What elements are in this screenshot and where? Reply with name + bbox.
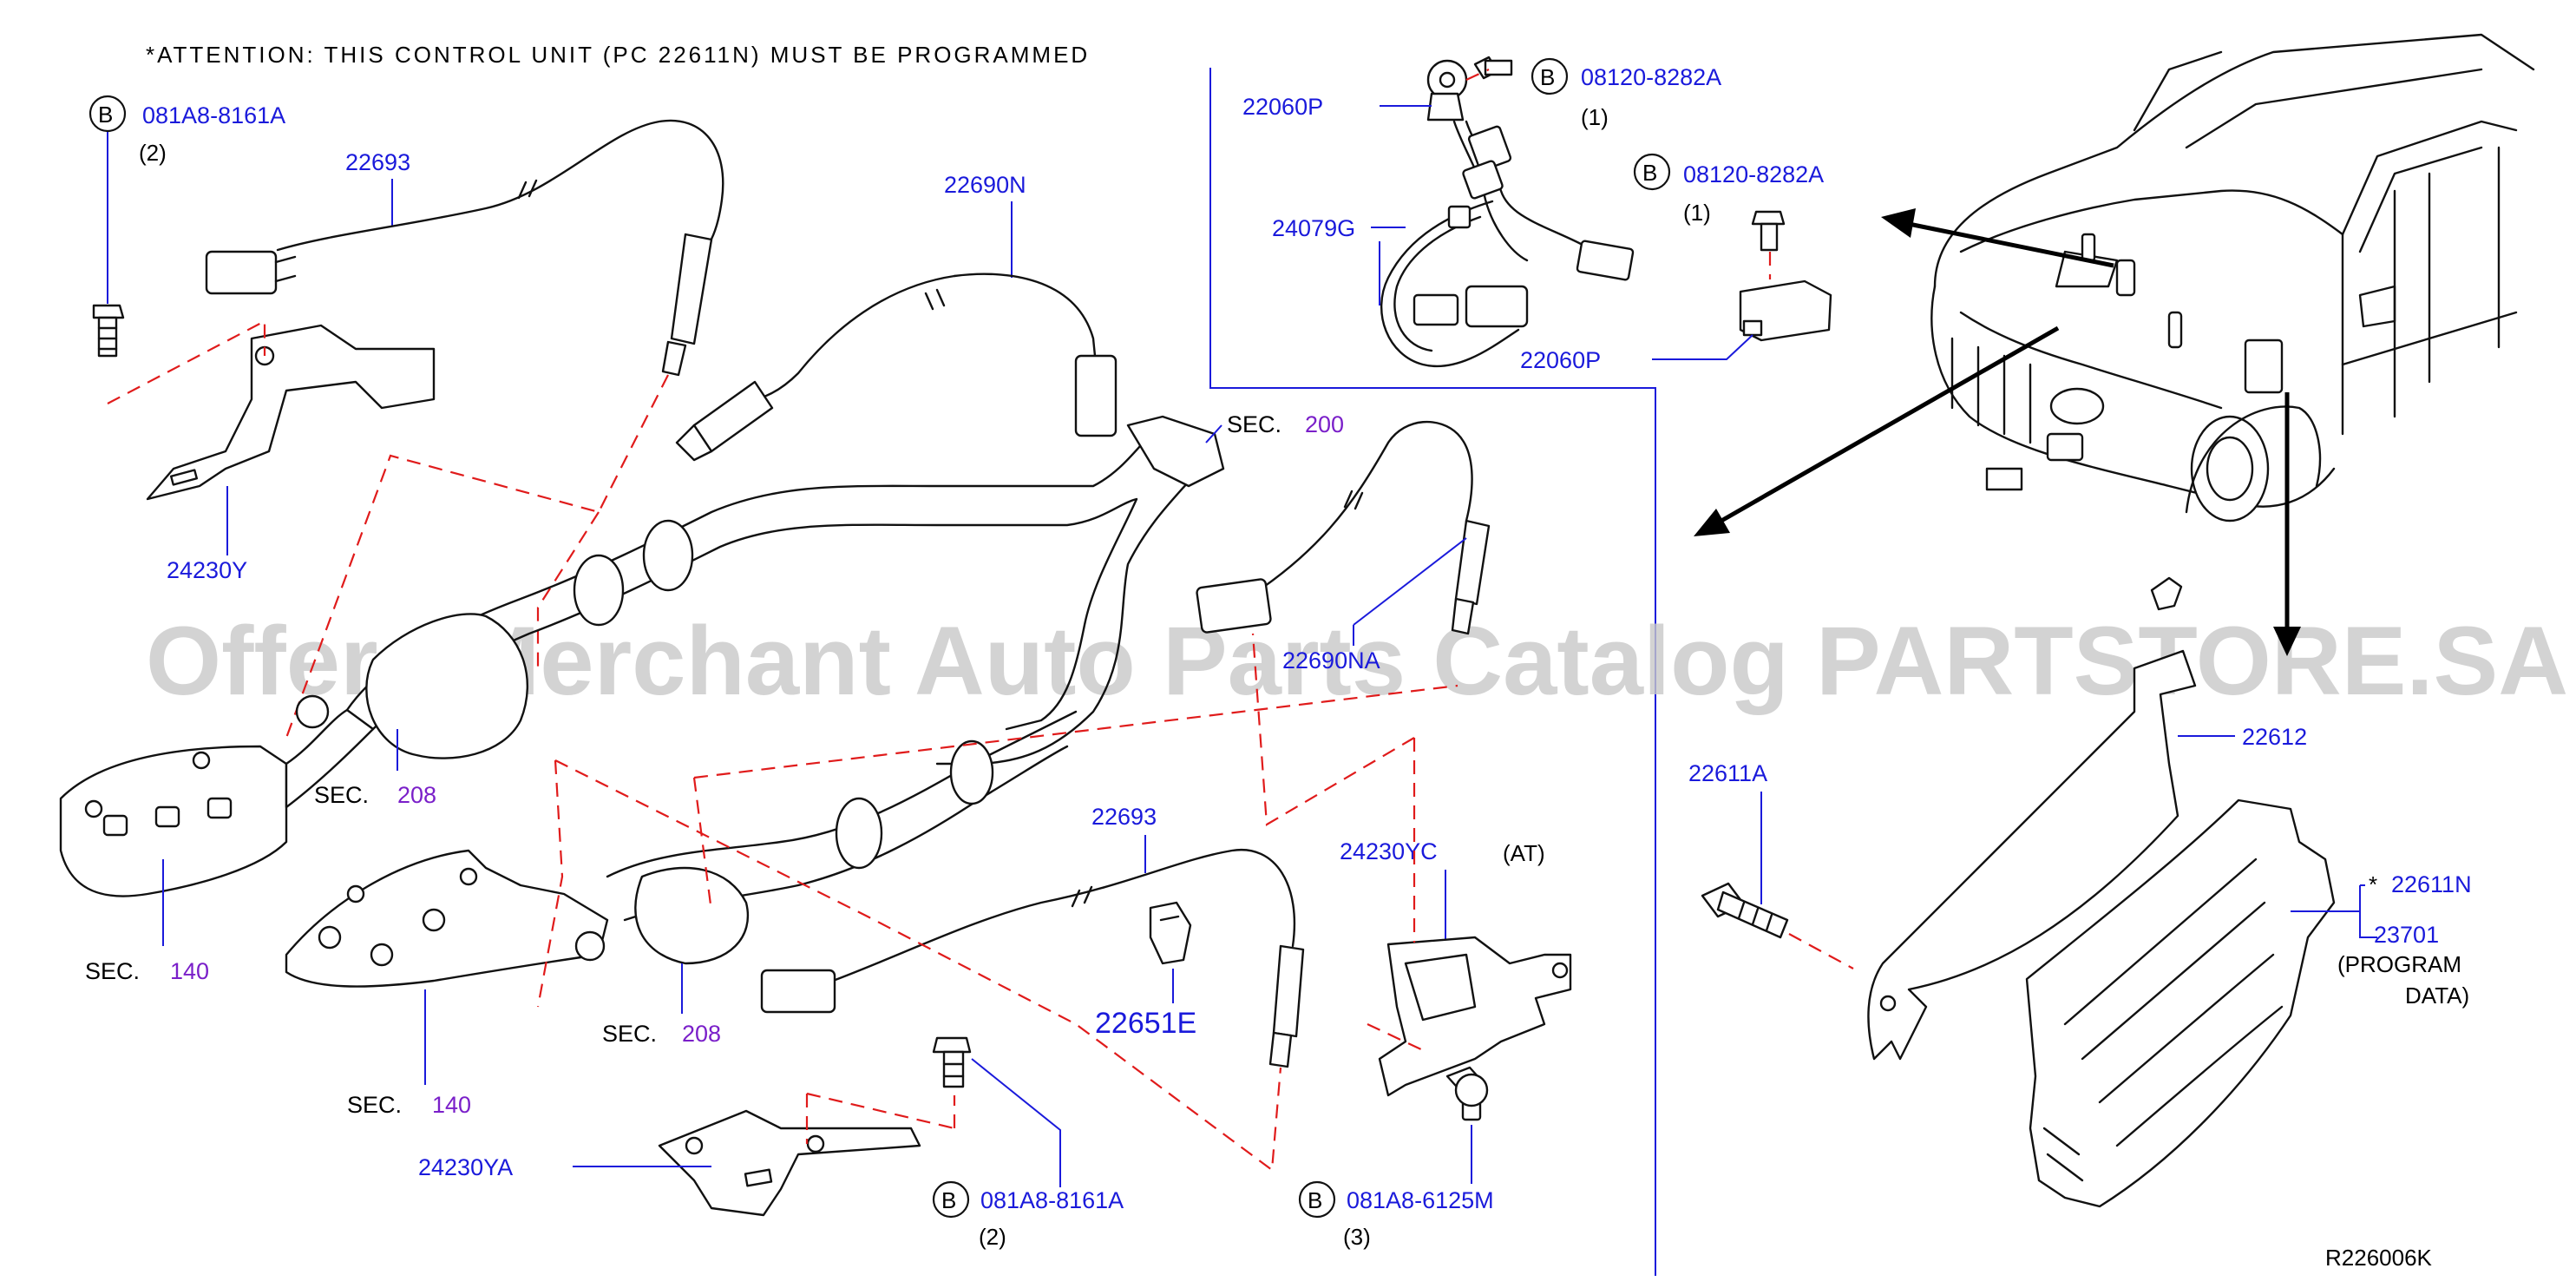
vehicle-illustration	[1930, 33, 2535, 522]
part-08120-8282A-b[interactable]: 08120-8282A	[1683, 161, 1824, 187]
exhaust-pipe-lower	[606, 710, 1078, 965]
harness-24079G	[1380, 120, 1635, 368]
program-data-line2: DATA)	[2405, 982, 2469, 1009]
part-081A8-6125M[interactable]: 081A8-6125M	[1347, 1187, 1494, 1213]
part-22690N[interactable]: 22690N	[944, 172, 1026, 198]
bracket-24230Y	[146, 324, 436, 501]
program-data-line1: (PROGRAM	[2337, 951, 2461, 977]
sec-140-number-a[interactable]: 140	[170, 958, 209, 984]
exhaust-manifold-left	[59, 694, 375, 897]
sec-200-number[interactable]: 200	[1305, 411, 1344, 437]
attention-note: *ATTENTION: THIS CONTROL UNIT (PC 22611N…	[146, 42, 1090, 68]
bolt-marker-08120-a: B	[1531, 57, 1569, 95]
part-22651E[interactable]: 22651E	[1095, 1007, 1196, 1040]
part-22690NA[interactable]: 22690NA	[1282, 647, 1380, 674]
svg-text:B: B	[98, 102, 113, 128]
sec-208-label-a: SEC.	[314, 782, 369, 808]
bolt-top-left	[92, 304, 125, 358]
bracket-24230YA	[658, 1109, 921, 1217]
knock-sensor-22060P-top	[1426, 59, 1468, 122]
part-24230Y[interactable]: 24230Y	[167, 557, 247, 583]
qty-1-b: (1)	[1683, 200, 1711, 226]
qty-2-bottom: (2)	[979, 1224, 1006, 1250]
svg-text:B: B	[1540, 64, 1555, 90]
sec-200-label: SEC.	[1227, 411, 1281, 437]
o2-sensor-22690NA	[1196, 420, 1491, 635]
part-22611N[interactable]: 22611N	[2391, 871, 2472, 897]
svg-text:B: B	[1642, 160, 1657, 186]
part-23701[interactable]: 23701	[2374, 922, 2439, 948]
small-connector	[2150, 576, 2183, 611]
part-22693-top[interactable]: 22693	[345, 149, 410, 175]
sec-140-label-a: SEC.	[85, 958, 140, 984]
sec-140-label-b: SEC.	[347, 1092, 402, 1118]
harness-frame	[1209, 68, 1656, 1276]
sec-140-number-b[interactable]: 140	[432, 1092, 471, 1118]
part-22611N-star: *	[2369, 871, 2377, 897]
o2-sensor-22693-top	[205, 119, 724, 377]
sec-208-number-a[interactable]: 208	[397, 782, 436, 808]
bolt-marker-bottom-center: B	[1298, 1180, 1336, 1219]
bolt-marker-top-left: B	[88, 95, 127, 133]
part-22060P-top[interactable]: 22060P	[1242, 94, 1323, 120]
bolt-marker-08120-b: B	[1633, 153, 1671, 191]
part-22611A[interactable]: 22611A	[1688, 760, 1767, 786]
qty-3: (3)	[1343, 1224, 1371, 1250]
bolt-22611A	[1701, 882, 1789, 939]
part-24230YA[interactable]: 24230YA	[418, 1154, 513, 1180]
qty-2-top: (2)	[139, 140, 167, 166]
part-08120-8282A-a[interactable]: 08120-8282A	[1581, 64, 1721, 90]
ecu-bracket-22612	[1867, 649, 2197, 1061]
o2-sensor-22690N	[675, 273, 1118, 462]
svg-text:B: B	[941, 1187, 956, 1213]
clip-22651E	[1149, 901, 1192, 965]
part-22060P-bottom[interactable]: 22060P	[1520, 347, 1601, 373]
part-24230YC[interactable]: 24230YC	[1340, 838, 1438, 864]
svg-text:B: B	[1308, 1187, 1322, 1213]
ecu-unit-22611N	[2025, 798, 2336, 1208]
dashed-guides-center	[536, 633, 1458, 1173]
part-24079G[interactable]: 24079G	[1272, 215, 1355, 241]
sec-208-label-b: SEC.	[602, 1021, 657, 1047]
o2-sensor-22693-bottom	[760, 848, 1305, 1068]
bolt-08120-top	[1473, 56, 1513, 80]
exhaust-pipe-upper	[345, 415, 1225, 766]
bracket-24230YC	[1378, 936, 1572, 1097]
part-22693-bottom[interactable]: 22693	[1091, 804, 1157, 830]
dashed-guides-top-left	[107, 319, 669, 739]
sec-208-number-b[interactable]: 208	[682, 1021, 721, 1047]
exhaust-manifold-right	[285, 849, 609, 988]
diagram-id: R226006K	[2325, 1245, 2433, 1271]
part-22612[interactable]: 22612	[2242, 724, 2307, 750]
bolt-081A8-8161A-bottom	[932, 1036, 972, 1088]
qty-1-a: (1)	[1581, 104, 1609, 130]
bolt-081A8-6125M	[1445, 1066, 1489, 1121]
part-081A8-8161A-top[interactable]: 081A8-8161A	[142, 102, 285, 128]
arrows	[1694, 208, 2301, 656]
knock-sensor-22060P-bottom	[1739, 279, 1832, 342]
at-note: (AT)	[1503, 840, 1545, 866]
part-081A8-8161A-bottom[interactable]: 081A8-8161A	[980, 1187, 1124, 1213]
bolt-08120-b	[1751, 210, 1786, 252]
bolt-marker-bottom-left: B	[932, 1180, 970, 1219]
